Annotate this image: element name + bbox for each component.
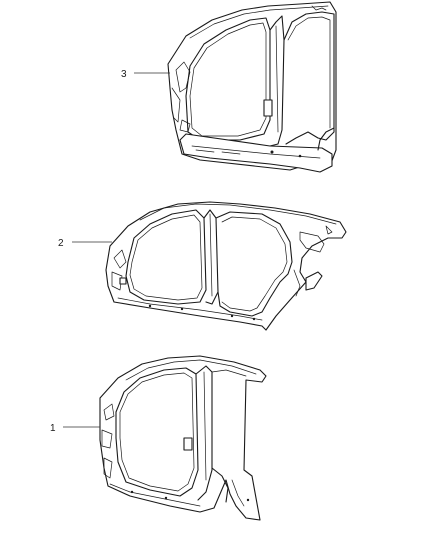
part-3-body-side-aperture: [167, 1, 337, 173]
part-2-body-side-aperture: [105, 201, 347, 331]
callout-1-label: 1: [50, 423, 56, 434]
callout-3-label: 3: [121, 69, 127, 80]
callout-1: 1: [50, 423, 100, 434]
callout-2-label: 2: [58, 238, 64, 249]
part-1-body-side-aperture: [99, 355, 267, 521]
callout-2: 2: [58, 238, 112, 249]
callout-3: 3: [121, 69, 170, 80]
